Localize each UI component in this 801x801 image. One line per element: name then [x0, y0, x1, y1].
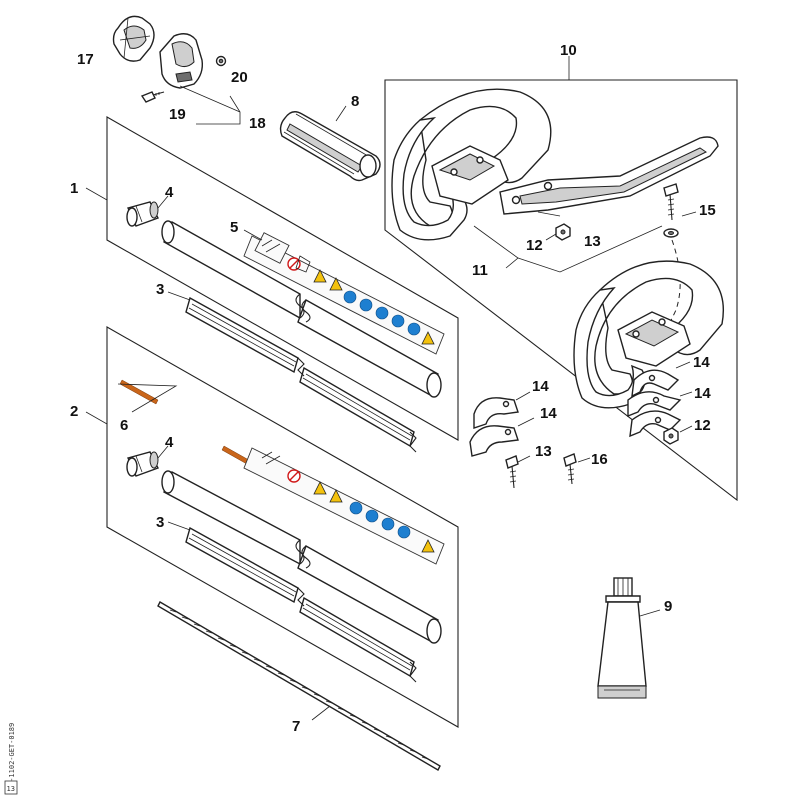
callout-9: 9 [664, 598, 672, 615]
part-12-nut-upper[interactable] [555, 223, 571, 241]
callout-14-right-a: 14 [693, 354, 710, 371]
leader-4-lower [157, 445, 169, 459]
leader-3-lower [167, 521, 191, 531]
callout-3-lower: 3 [156, 514, 164, 531]
part-15-screw[interactable] [663, 183, 679, 221]
callout-4-upper: 4 [165, 184, 174, 201]
callout-8: 8 [351, 93, 359, 110]
leader-5 [243, 229, 263, 241]
part-4-coupling-lower[interactable] [126, 451, 159, 477]
part-14-clamp-right-b[interactable] [627, 391, 682, 418]
part-10-handle-bar[interactable] [499, 136, 719, 217]
part-9-grease-tube[interactable] [597, 577, 647, 699]
leader-14-left-b [517, 417, 535, 427]
leader-7 [311, 705, 331, 721]
leader-13-lower [517, 455, 531, 463]
callout-13-upper: 13 [584, 233, 601, 250]
part-10-loop-handle[interactable] [391, 88, 552, 241]
callout-12-lower: 12 [694, 417, 711, 434]
callout-3-upper: 3 [156, 281, 164, 298]
callout-16: 16 [591, 451, 608, 468]
part-5-label-lower[interactable] [243, 447, 445, 565]
part-3-drive-shaft-upper[interactable] [185, 296, 417, 453]
leader-12-upper [545, 233, 557, 241]
callout-19: 19 [169, 106, 186, 123]
kit-box-10 [384, 79, 738, 502]
part-7-flex-shaft[interactable] [157, 601, 441, 771]
callout-17: 17 [77, 51, 94, 68]
part-3-drive-shaft-lower[interactable] [185, 526, 417, 683]
part-14-clamp-right-a[interactable] [631, 369, 680, 398]
part-4-coupling-upper[interactable] [126, 201, 159, 227]
part-16-bolt[interactable] [563, 453, 577, 485]
leader-3-upper [167, 291, 191, 301]
leader-14-right-b [679, 391, 693, 397]
part-14-clamp-right-c[interactable] [629, 410, 682, 438]
leader-4-upper [157, 195, 169, 209]
leader-18 [179, 85, 241, 113]
part-17-clamp[interactable] [112, 15, 155, 62]
callout-7: 7 [292, 718, 300, 735]
leader-12-lower [679, 425, 693, 433]
callout-4-lower: 4 [165, 434, 174, 451]
leader-6 [117, 383, 178, 413]
part-5-label-upper[interactable] [243, 232, 445, 355]
kit-box-2 [106, 326, 459, 728]
leader-15 [681, 211, 697, 217]
part-14-clamp-left-a[interactable] [473, 397, 519, 429]
callout-13-lower: 13 [535, 443, 552, 460]
leader-14-left-a [515, 391, 531, 401]
leader-14-right-a [675, 361, 691, 369]
drive-tube-upper[interactable] [161, 220, 442, 398]
part-12-nut-lower[interactable] [663, 427, 679, 445]
callout-5: 5 [230, 219, 238, 236]
callout-11: 11 [472, 262, 488, 279]
part-18-housing[interactable] [159, 33, 204, 89]
corner-badge: 13 [4, 780, 18, 795]
kit-box-1 [106, 116, 459, 441]
callout-2: 2 [70, 403, 78, 420]
leader-9 [639, 609, 661, 617]
leader-16 [577, 457, 591, 463]
callout-10: 10 [560, 42, 577, 59]
callout-18: 18 [249, 115, 266, 132]
part-15-washer[interactable] [663, 228, 679, 238]
part-loop-lower[interactable] [573, 260, 724, 409]
callout-14-left-a: 14 [532, 378, 549, 395]
corner-badge-text: 13 [7, 785, 15, 793]
part-13-bolt[interactable] [505, 455, 519, 489]
leader-13-upper [517, 225, 663, 273]
leader-18-19-20 [196, 95, 241, 125]
part-14-clamp-left-b[interactable] [469, 425, 519, 457]
callout-20: 20 [231, 69, 248, 86]
callout-14-right-b: 14 [694, 385, 711, 402]
part-20-nut[interactable] [215, 55, 227, 67]
part-19-screw[interactable] [140, 91, 165, 103]
callout-14-left-b: 14 [540, 405, 557, 422]
leader-2 [85, 411, 108, 425]
leader-8 [335, 105, 347, 122]
drive-tube-lower[interactable] [161, 470, 442, 644]
part-8-sleeve[interactable] [279, 111, 381, 182]
callout-15: 15 [699, 202, 716, 219]
callout-1: 1 [70, 180, 78, 197]
callout-6: 6 [120, 417, 128, 434]
reference-code: 2-1102-GET-0189 [8, 723, 16, 786]
leader-1 [85, 187, 108, 201]
callout-12-upper: 12 [526, 237, 543, 254]
